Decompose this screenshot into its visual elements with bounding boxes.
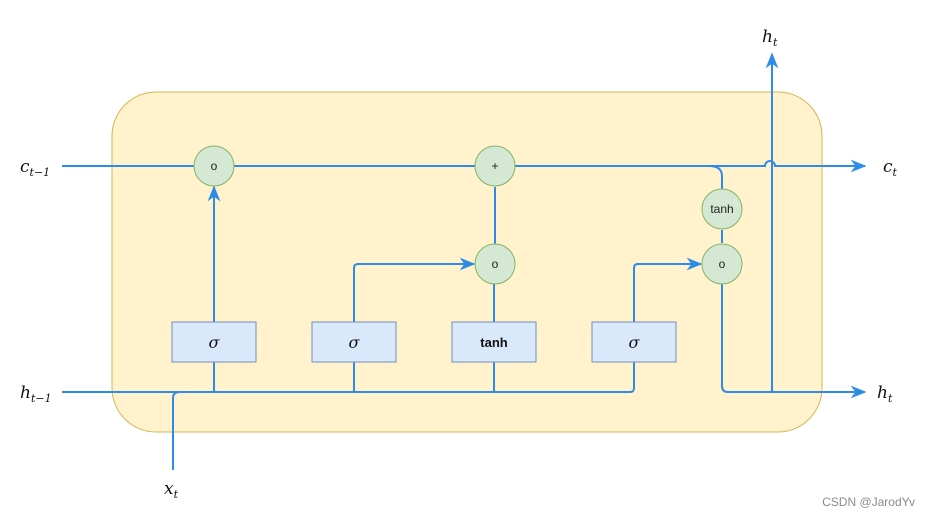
h-next-label: ht [877,383,893,405]
cell-add-label: + [491,159,498,173]
output-multiply-label: o [719,257,726,271]
input-gate-box [311,321,397,363]
candidate-gate-box [451,321,537,363]
output-gate-label: σ [629,333,641,352]
input-gate-label: σ [349,333,361,352]
forget-gate-label: σ [209,333,221,352]
input-multiply-node [474,243,516,285]
cell-add-node [474,145,516,187]
output-multiply-node [701,243,743,285]
output-gate-output-arrow [633,257,703,322]
x-input-line [172,391,181,470]
cell-tanh-node [701,188,743,230]
candidate-gate-label: tanh [480,335,508,350]
hidden-input-line [62,362,635,393]
cell-state-output-arrow [515,159,867,173]
h-up-label: ht [762,27,778,49]
cell-tanh-label: tanh [710,202,733,216]
forget-multiply-label: o [211,159,218,173]
c-next-label: ct [883,157,898,179]
forget-gate-box [171,321,257,363]
x-input-label: xt [164,479,179,501]
c-prev-label: ct−1 [20,157,50,179]
cell-to-tanh-line [708,165,723,189]
forget-multiply-node [193,145,235,187]
input-multiply-label: o [492,257,499,271]
h-prev-label: ht−1 [20,383,52,405]
hidden-output-arrow [721,284,867,399]
output-gate-box [591,321,677,363]
watermark: CSDN @JarodYv [822,495,915,509]
input-gate-output-arrow [353,257,476,322]
